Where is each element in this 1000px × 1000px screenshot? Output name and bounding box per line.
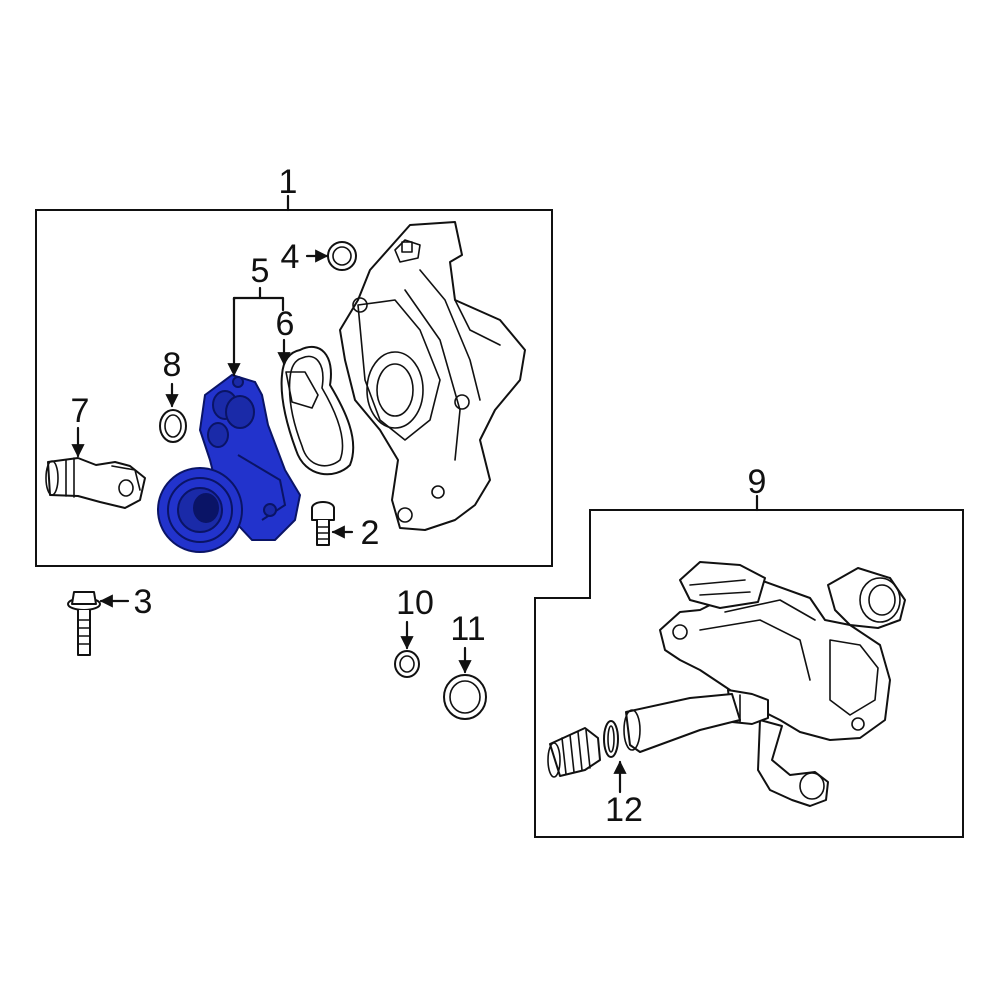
callout-12-label[interactable]: 12: [605, 791, 643, 829]
part-5-water-pump[interactable]: [157, 373, 302, 553]
part-12-seal-ring[interactable]: [603, 720, 619, 758]
callout-7-label[interactable]: 7: [71, 392, 90, 430]
part-3-flange-bolt[interactable]: [67, 591, 101, 656]
callout-6-label[interactable]: 6: [276, 305, 295, 343]
callout-2-label[interactable]: 2: [361, 514, 380, 552]
engine-housing[interactable]: [339, 221, 526, 531]
part-9-pipe-segment[interactable]: [623, 693, 741, 753]
group-box-1: [35, 209, 553, 567]
callout-4-label[interactable]: 4: [281, 238, 300, 276]
callout-1-label[interactable]: 1: [279, 163, 298, 201]
callout-3-label[interactable]: 3: [134, 583, 153, 621]
callout-8-label[interactable]: 8: [163, 346, 182, 384]
part-11-o-ring[interactable]: [443, 674, 487, 720]
part-6-gasket[interactable]: [280, 345, 355, 476]
part-10-o-ring[interactable]: [394, 650, 420, 678]
part-4-o-ring[interactable]: [327, 241, 357, 271]
part-7-coolant-pipe[interactable]: [45, 457, 146, 509]
callout-10-label[interactable]: 10: [396, 584, 434, 622]
group-box-9: [534, 509, 964, 838]
part-9-connector[interactable]: [547, 727, 601, 778]
part-2-bolt[interactable]: [311, 501, 335, 546]
part-9-thermostat-housing[interactable]: [659, 561, 906, 807]
part-8-o-ring[interactable]: [159, 409, 187, 443]
callout-5-label[interactable]: 5: [251, 252, 270, 290]
callout-9-label[interactable]: 9: [748, 463, 767, 501]
callout-11-label[interactable]: 11: [450, 610, 485, 648]
